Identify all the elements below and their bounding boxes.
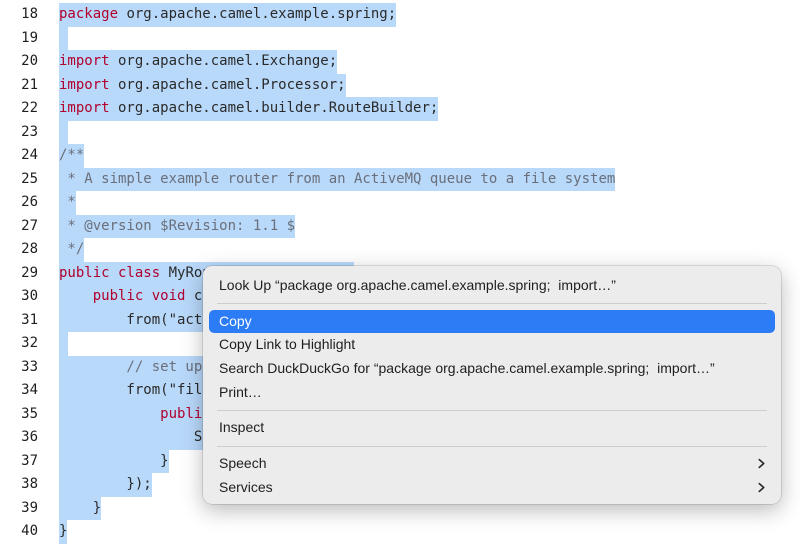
menu-item-label: Copy xyxy=(219,312,252,329)
code-text[interactable] xyxy=(59,332,68,356)
code-keyword: import xyxy=(59,53,110,69)
menu-item-label: Copy Link to Highlight xyxy=(219,336,356,353)
line-number: 28 xyxy=(21,241,38,257)
line-number: 39 xyxy=(21,499,38,516)
menu-item-copy[interactable]: Copy xyxy=(209,309,775,333)
menu-item-label: Print… xyxy=(219,383,262,400)
line-number: 31 xyxy=(21,311,38,328)
code-keyword: public void xyxy=(92,288,186,304)
menu-item-label: Inspect xyxy=(219,419,265,436)
code-token: } xyxy=(59,523,68,539)
code-text[interactable]: * xyxy=(59,191,76,215)
line-number: 19 xyxy=(21,29,38,46)
menu-item-services[interactable]: Services xyxy=(209,476,775,499)
menu-separator xyxy=(217,409,767,411)
code-text[interactable]: * @version $Revision: 1.1 $ xyxy=(59,214,296,238)
line-number: 24 xyxy=(21,147,38,163)
code-comment: * A simple example router from an Active… xyxy=(59,170,616,187)
code-keyword: import xyxy=(59,100,110,116)
line-number: 35 xyxy=(21,405,38,422)
code-line: 27 * @version $Revision: 1.1 $ xyxy=(0,214,800,238)
code-text[interactable] xyxy=(59,26,68,50)
line-number: 30 xyxy=(21,288,38,304)
code-line: 18 package org.apache.camel.example.sprin… xyxy=(0,3,800,27)
code-line: 23 xyxy=(0,120,800,144)
menu-item-copy-link-to-highlight[interactable]: Copy Link to Highlight xyxy=(209,333,775,356)
line-number: 38 xyxy=(21,476,38,492)
code-token: }); xyxy=(59,476,152,492)
menu-item-look-up[interactable]: Look Up “package org.apache.camel.exampl… xyxy=(209,274,775,297)
code-line: 21 import org.apache.camel.Processor; xyxy=(0,73,800,97)
menu-separator xyxy=(217,303,767,305)
code-keyword: import xyxy=(59,76,110,93)
line-number: 20 xyxy=(21,53,38,69)
code-keyword: package xyxy=(59,6,119,22)
line-number: 22 xyxy=(21,100,38,116)
line-number: 26 xyxy=(21,194,38,210)
code-line: 38 }); xyxy=(0,473,800,497)
menu-item-label: Search DuckDuckGo for “package org.apach… xyxy=(219,360,715,376)
code-text[interactable]: import org.apache.camel.Processor; xyxy=(59,73,346,97)
menu-separator xyxy=(217,445,767,447)
line-number: 33 xyxy=(21,358,38,375)
code-line: 32 xyxy=(0,332,800,356)
code-line: 26 * xyxy=(0,191,800,215)
chevron-right-icon xyxy=(758,459,765,469)
menu-item-label: Services xyxy=(219,478,273,495)
line-number: 36 xyxy=(21,429,38,445)
line-number: 32 xyxy=(21,335,38,351)
code-token: org.apache.camel.example.spring; xyxy=(118,6,397,22)
code-token: org.apache.camel.builder.RouteBuilder; xyxy=(109,100,439,116)
code-text[interactable]: import org.apache.camel.builder.RouteBui… xyxy=(59,97,439,121)
code-line: 19 xyxy=(0,26,800,50)
code-token: } xyxy=(59,452,169,469)
context-menu: Look Up “package org.apache.camel.exampl… xyxy=(203,266,781,504)
code-line: 22 import org.apache.camel.builder.RouteB… xyxy=(0,97,800,121)
code-text[interactable]: import org.apache.camel.Exchange; xyxy=(59,50,338,74)
code-text[interactable]: package org.apache.camel.example.spring; xyxy=(59,3,397,27)
menu-item-inspect[interactable]: Inspect xyxy=(209,416,775,439)
code-token: org.apache.camel.Processor; xyxy=(109,76,346,93)
line-number: 37 xyxy=(21,452,38,469)
code-comment: * xyxy=(59,194,76,210)
code-text[interactable] xyxy=(59,120,68,144)
code-keyword: public class xyxy=(59,264,161,281)
code-line: 25 * A simple example router from an Act… xyxy=(0,167,800,191)
code-keyword: public xyxy=(160,405,211,422)
code-text[interactable]: } xyxy=(59,520,68,544)
code-line: 40} xyxy=(0,520,800,544)
code-token: } xyxy=(59,499,102,516)
code-comment: */ xyxy=(59,241,85,257)
code-token xyxy=(59,288,93,304)
code-text[interactable]: } xyxy=(59,496,102,520)
line-number: 25 xyxy=(21,170,38,187)
code-text[interactable]: }); xyxy=(59,473,152,497)
code-line: 24 /** xyxy=(0,144,800,168)
line-number: 27 xyxy=(21,217,38,234)
code-line: 39 } xyxy=(0,496,800,520)
code-text[interactable]: * A simple example router from an Active… xyxy=(59,167,616,191)
line-number: 23 xyxy=(21,123,38,140)
code-text[interactable]: } xyxy=(59,449,169,473)
menu-item-search-duckduckgo[interactable]: Search DuckDuckGo for “package org.apach… xyxy=(209,357,775,380)
code-token: org.apache.camel.Exchange; xyxy=(109,53,338,69)
line-number: 18 xyxy=(21,6,38,22)
menu-item-label: Speech xyxy=(219,455,267,472)
line-number: 29 xyxy=(21,264,38,281)
line-number: 40 xyxy=(21,523,38,539)
code-line: 28 */ xyxy=(0,238,800,262)
chevron-right-icon xyxy=(758,482,765,492)
code-line: 20 import org.apache.camel.Exchange; xyxy=(0,50,800,74)
code-text[interactable]: */ xyxy=(59,238,85,262)
menu-item-speech[interactable]: Speech xyxy=(209,452,775,475)
code-line: 37 } xyxy=(0,449,800,473)
code-token xyxy=(59,406,160,422)
menu-item-label: Look Up “package org.apache.camel.exampl… xyxy=(219,277,616,293)
code-text[interactable]: /** xyxy=(59,144,85,168)
menu-item-print[interactable]: Print… xyxy=(209,381,775,404)
line-number: 21 xyxy=(21,76,38,93)
code-comment: /** xyxy=(59,147,85,163)
line-number: 34 xyxy=(21,382,38,398)
code-comment: * @version $Revision: 1.1 $ xyxy=(59,217,296,234)
